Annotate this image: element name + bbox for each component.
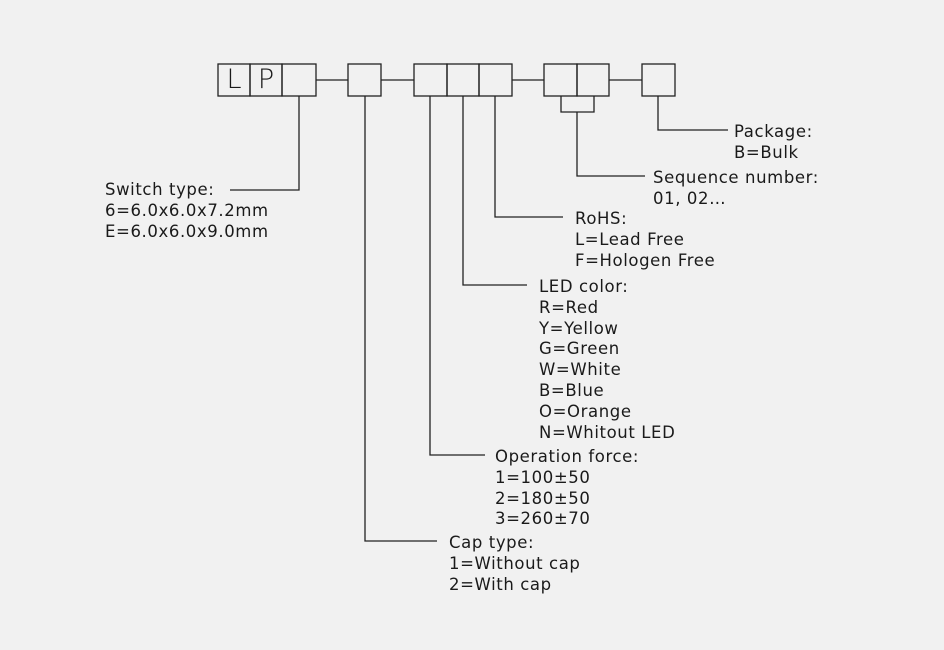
leader-operation-force: [429, 96, 485, 456]
callout-rohs: RoHS: L=Lead Free F=Hologen Free: [575, 209, 715, 271]
callout-sequence-number-opt-1: 01, 02…: [653, 188, 727, 208]
callout-switch-type-opt-2: E=6.0x6.0x9.0mm: [105, 221, 269, 241]
code-box-7: [478, 63, 513, 97]
code-box-3: [281, 63, 317, 97]
code-box-4: [347, 63, 382, 97]
callout-sequence-number: Sequence number: 01, 02…: [653, 168, 819, 210]
callout-cap-type: Cap type: 1=Without cap 2=With cap: [449, 533, 581, 595]
callout-led-color-opt-1: R=Red: [539, 297, 599, 317]
callout-package-opt-1: B=Bulk: [734, 142, 799, 162]
callout-operation-force-opt-2: 2=180±50: [495, 488, 591, 508]
callout-operation-force: Operation force: 1=100±50 2=180±50 3=260…: [495, 447, 639, 530]
callout-package-title: Package:: [734, 122, 813, 141]
callout-switch-type: Switch type: 6=6.0x6.0x7.2mm E=6.0x6.0x9…: [105, 180, 269, 242]
callout-led-color: LED color: R=Red Y=Yellow G=Green W=Whit…: [539, 277, 675, 443]
leader-sequence-number: [560, 96, 595, 113]
callout-switch-type-opt-1: 6=6.0x6.0x7.2mm: [105, 200, 269, 220]
code-letter-l: L: [226, 64, 242, 95]
callout-led-color-opt-2: Y=Yellow: [539, 318, 619, 338]
callout-operation-force-opt-3: 3=260±70: [495, 509, 591, 529]
callout-rohs-opt-2: F=Hologen Free: [575, 250, 716, 270]
callout-led-color-opt-5: B=Blue: [539, 380, 605, 400]
callout-led-color-opt-7: N=Whitout LED: [539, 422, 676, 442]
callout-package: Package: B=Bulk: [734, 122, 813, 164]
code-box-6: [446, 63, 480, 97]
callout-led-color-opt-4: W=White: [539, 360, 622, 380]
code-box-10: [641, 63, 676, 97]
leader-rohs: [494, 96, 563, 218]
code-boxes: [217, 63, 676, 97]
leader-led-color: [462, 96, 527, 286]
callout-rohs-opt-1: L=Lead Free: [575, 229, 685, 249]
callout-sequence-number-title: Sequence number:: [653, 168, 819, 187]
leader-package: [657, 96, 728, 131]
leader-cap-type: [364, 96, 437, 542]
callout-cap-type-opt-2: 2=With cap: [449, 574, 552, 594]
code-letter-p: P: [257, 64, 275, 95]
callout-operation-force-opt-1: 1=100±50: [495, 467, 591, 487]
callout-cap-type-title: Cap type:: [449, 533, 535, 552]
leader-lines: [230, 96, 728, 542]
callout-cap-type-opt-1: 1=Without cap: [449, 553, 581, 573]
callout-switch-type-title: Switch type:: [105, 180, 215, 199]
code-box-5: [413, 63, 448, 97]
leader-switch-type: [230, 96, 300, 191]
code-box-8: [543, 63, 578, 97]
callout-operation-force-title: Operation force:: [495, 447, 640, 466]
callout-led-color-opt-3: G=Green: [539, 339, 620, 359]
callout-led-color-opt-6: O=Orange: [539, 401, 632, 421]
code-box-9: [576, 63, 610, 97]
callout-led-color-title: LED color:: [539, 277, 629, 296]
callout-rohs-title: RoHS:: [575, 209, 628, 228]
